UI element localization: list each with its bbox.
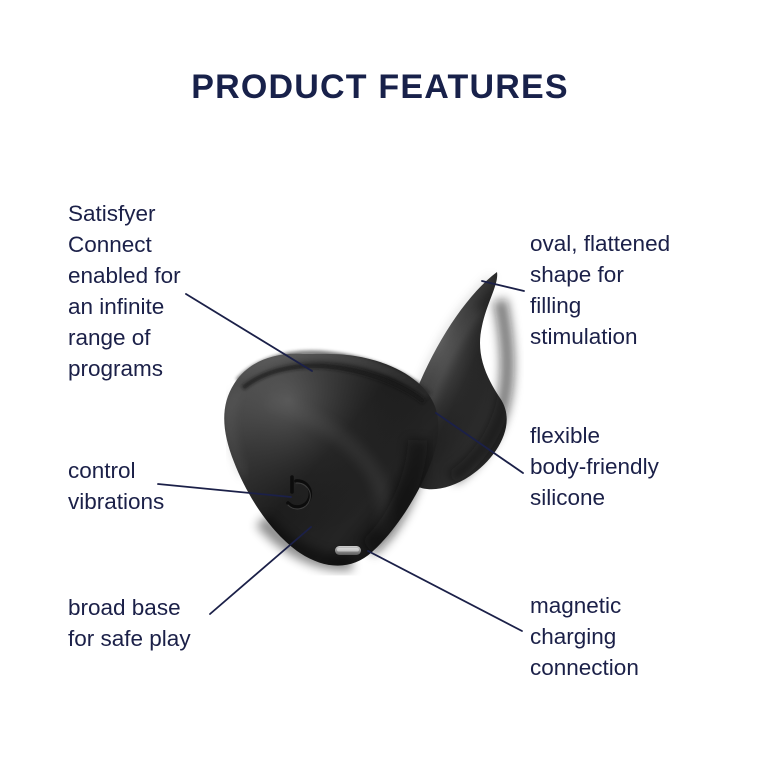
leader-line-silicone <box>435 412 524 474</box>
leader-line-connect <box>185 293 313 372</box>
leader-line-control <box>157 483 292 498</box>
callout-flexible-silicone: flexible body-friendly silicone <box>530 423 659 510</box>
callout-connect: Satisfyer Connect enabled for an infinit… <box>68 201 181 381</box>
leader-line-magnetic <box>367 550 523 632</box>
callout-oval-shape: oval, flattened shape for filling stimul… <box>530 231 671 349</box>
callout-control-vibrations: control vibrations <box>68 458 165 514</box>
leader-line-oval <box>481 280 525 292</box>
callout-magnetic-charging: magnetic charging connection <box>530 593 639 680</box>
callout-broad-base: broad base for safe play <box>68 595 191 651</box>
page-title: PRODUCT FEATURES <box>191 68 569 106</box>
leader-line-base <box>209 526 312 615</box>
